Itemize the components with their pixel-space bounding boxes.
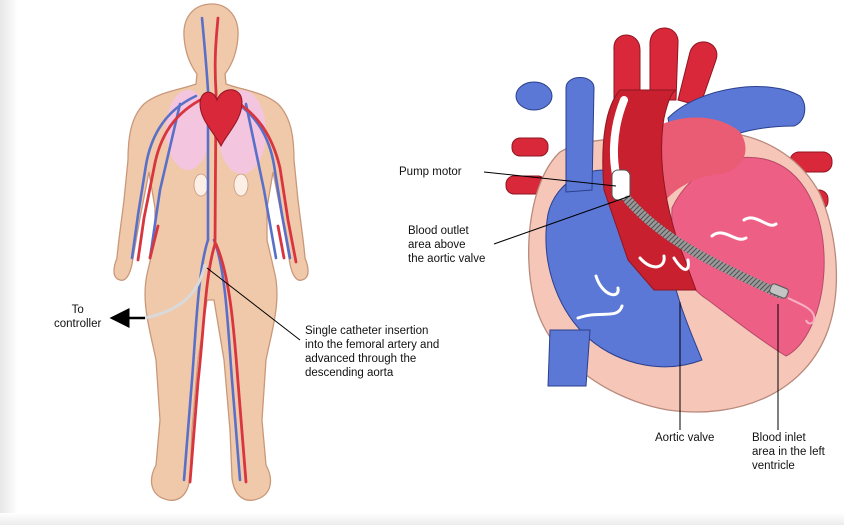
right-kidney <box>234 174 248 196</box>
body-silhouette <box>114 4 308 500</box>
left-kidney <box>194 174 208 196</box>
controller-label: To controller <box>54 303 101 331</box>
blood-outlet-label: Blood outlet area above the aortic valve <box>408 224 485 266</box>
pump-motor-label: Pump motor <box>399 165 462 179</box>
aorta-branch-2 <box>650 28 678 100</box>
aortic-valve-label: Aortic valve <box>655 431 714 445</box>
inferior-vena-cava <box>548 330 590 386</box>
heart-cross-section <box>484 28 836 430</box>
blood-inlet-label: Blood inlet area in the left ventricle <box>752 431 825 473</box>
human-body <box>112 4 308 500</box>
pump-motor <box>612 170 630 200</box>
pulmonary-opening <box>516 82 552 110</box>
pulmonary-vein-1 <box>512 138 548 156</box>
insertion-label: Single catheter insertion into the femor… <box>305 324 439 380</box>
superior-vena-cava <box>566 78 594 193</box>
